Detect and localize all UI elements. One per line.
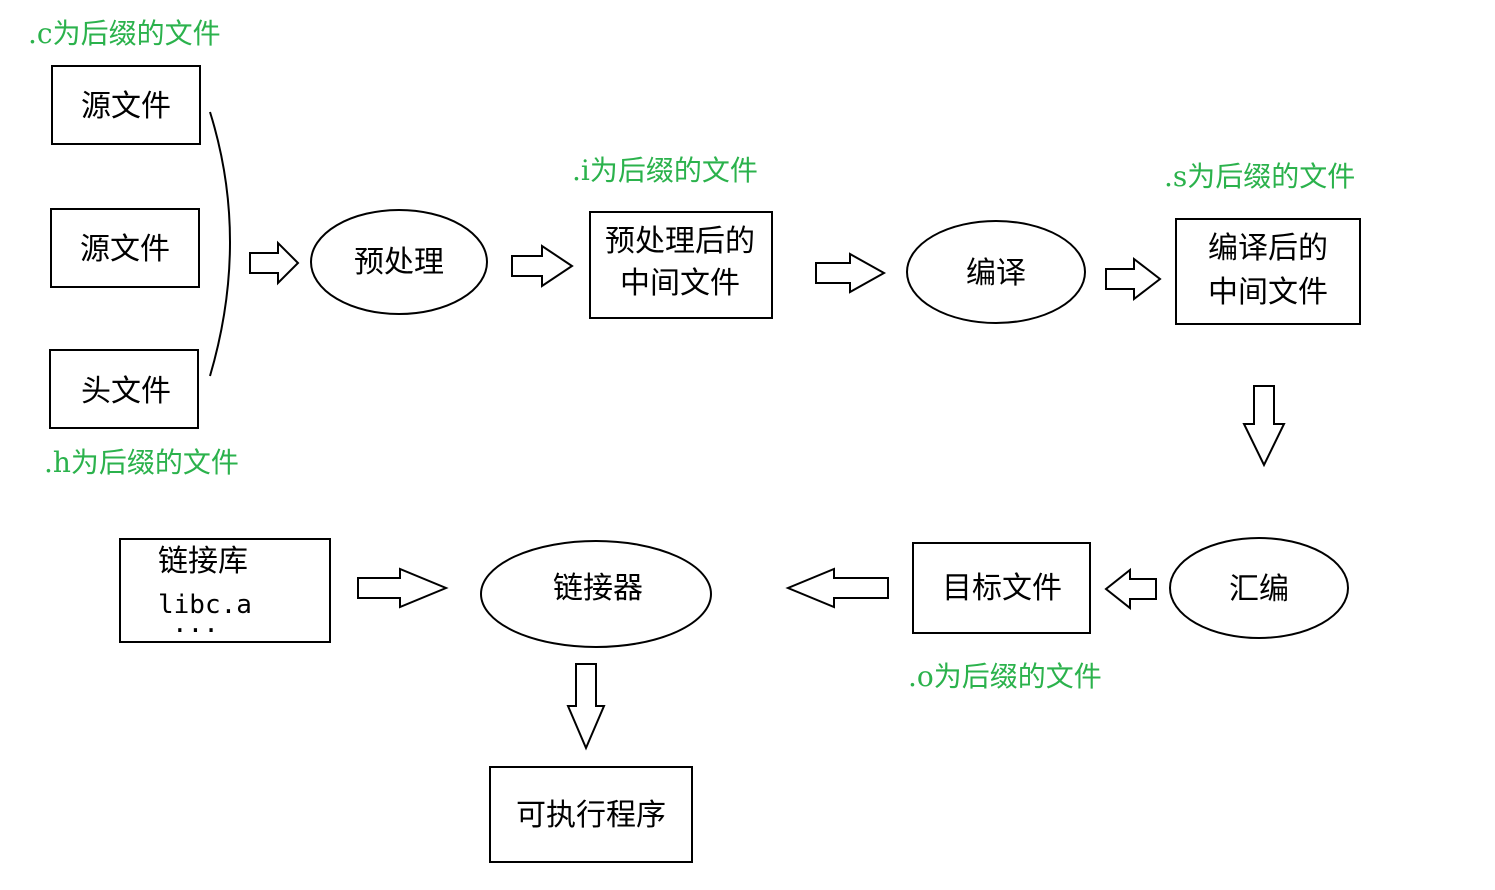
object-file-label: 目标文件 bbox=[942, 571, 1062, 606]
c-suffix-note: .c为后缀的文件 bbox=[28, 17, 221, 50]
preprocessed-file-box bbox=[589, 211, 773, 319]
arrow-to-compile bbox=[815, 252, 887, 294]
executable-box bbox=[489, 766, 693, 863]
s-suffix-note: .s为后缀的文件 bbox=[1164, 160, 1355, 193]
input-bracket bbox=[209, 111, 231, 377]
compiled-file-label-line1: 编译后的 bbox=[1208, 231, 1328, 266]
link-library-box bbox=[119, 538, 331, 643]
arrow-to-executable bbox=[566, 663, 606, 751]
source-file-box-1 bbox=[51, 65, 201, 145]
header-file-box bbox=[49, 349, 199, 429]
compiled-file-label-line2: 中间文件 bbox=[1208, 275, 1328, 310]
arrow-to-linker-from-library bbox=[357, 567, 449, 609]
assemble-oval bbox=[1169, 537, 1349, 639]
o-suffix-note: .o为后缀的文件 bbox=[908, 660, 1102, 693]
source-file-box-2 bbox=[50, 208, 200, 288]
compiled-file-box bbox=[1175, 218, 1361, 325]
linker-label: 链接器 bbox=[553, 571, 643, 606]
arrow-to-compiled-file bbox=[1105, 256, 1162, 302]
preprocessed-file-label-line1: 预处理后的 bbox=[605, 224, 755, 259]
arrow-to-assemble bbox=[1242, 385, 1286, 468]
i-suffix-note: .i为后缀的文件 bbox=[572, 154, 758, 187]
executable-label: 可执行程序 bbox=[516, 798, 666, 833]
preprocessed-file-label-line2: 中间文件 bbox=[620, 266, 740, 301]
arrow-to-linker-from-object bbox=[785, 567, 889, 609]
source-file-label-1: 源文件 bbox=[81, 89, 171, 124]
link-library-more: ... bbox=[172, 609, 219, 639]
preprocess-label: 预处理 bbox=[354, 245, 444, 280]
compile-label: 编译 bbox=[966, 256, 1026, 291]
arrow-to-object-file bbox=[1104, 567, 1157, 611]
arrow-to-preprocess bbox=[249, 240, 300, 286]
link-library-title: 链接库 bbox=[158, 544, 248, 579]
arrow-to-preprocessed-file bbox=[511, 244, 574, 288]
assemble-label: 汇编 bbox=[1229, 572, 1289, 607]
link-library-item: libc.a bbox=[158, 590, 252, 620]
header-file-label: 头文件 bbox=[81, 374, 171, 409]
linker-oval bbox=[480, 540, 712, 648]
source-file-label-2: 源文件 bbox=[80, 232, 170, 267]
object-file-box bbox=[912, 542, 1091, 634]
preprocess-oval bbox=[310, 209, 488, 315]
h-suffix-note: .h为后缀的文件 bbox=[44, 446, 239, 479]
compile-oval bbox=[906, 220, 1086, 324]
